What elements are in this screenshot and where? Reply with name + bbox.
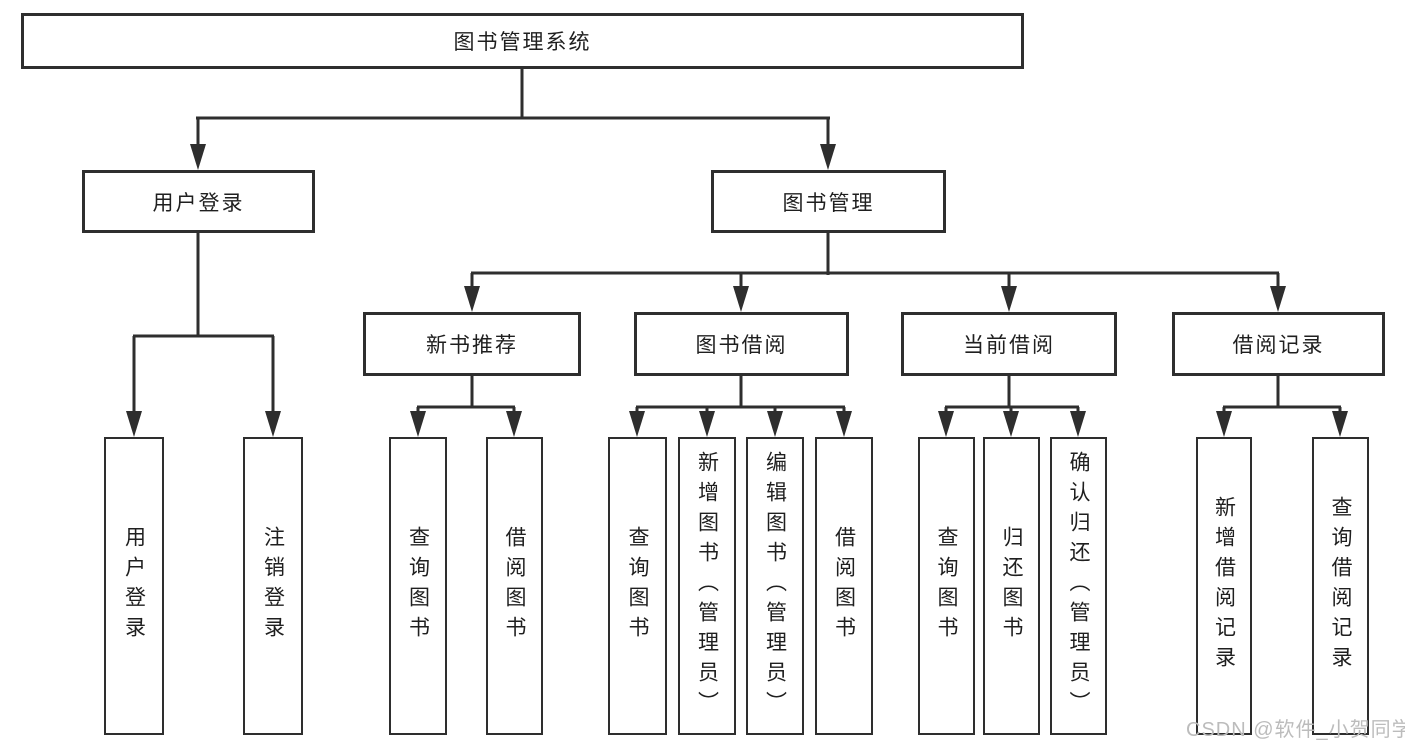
node-user-login: 用户登录 <box>82 170 315 233</box>
leaf-return-books: 归还图书 <box>983 437 1040 735</box>
node-current-borrow: 当前借阅 <box>901 312 1117 376</box>
leaf-label: 查询图书 <box>406 526 430 646</box>
leaf-label: 注销登录 <box>261 526 285 646</box>
leaf-query-books-recommend: 查询图书 <box>389 437 447 735</box>
leaf-user-login: 用户登录 <box>104 437 164 735</box>
leaf-label: 查询借阅记录 <box>1329 496 1352 676</box>
leaf-label: 用户登录 <box>122 526 146 646</box>
leaf-label: 编辑图书（管理员） <box>763 451 787 721</box>
node-label: 图书借阅 <box>695 334 788 357</box>
leaf-label: 新增借阅记录 <box>1212 496 1236 676</box>
leaf-label: 查询图书 <box>626 526 649 646</box>
leaf-borrow-books-recommend: 借阅图书 <box>486 437 543 735</box>
leaf-logout: 注销登录 <box>243 437 303 735</box>
leaf-query-borrow-record: 查询借阅记录 <box>1312 437 1369 735</box>
leaf-query-books-current: 查询图书 <box>918 437 975 735</box>
node-new-book-recommend: 新书推荐 <box>363 312 581 376</box>
node-borrow-record: 借阅记录 <box>1172 312 1385 376</box>
leaf-label: 借阅图书 <box>832 526 856 646</box>
node-book-borrow: 图书借阅 <box>634 312 849 376</box>
leaf-query-books-borrow: 查询图书 <box>608 437 667 735</box>
leaf-borrow-books: 借阅图书 <box>815 437 873 735</box>
leaf-label: 确认归还（管理员） <box>1067 451 1090 721</box>
node-label: 借阅记录 <box>1232 334 1325 357</box>
node-label: 图书管理系统 <box>453 31 592 54</box>
leaf-label: 归还图书 <box>1000 526 1023 646</box>
leaf-label: 查询图书 <box>935 526 958 646</box>
node-label: 用户登录 <box>152 191 245 215</box>
leaf-edit-books-admin: 编辑图书（管理员） <box>746 437 804 735</box>
leaf-label: 借阅图书 <box>503 526 526 646</box>
node-book-management: 图书管理 <box>711 170 946 233</box>
leaf-add-borrow-record: 新增借阅记录 <box>1196 437 1252 735</box>
csdn-watermark: CSDN @软件_小贺同学 <box>1186 719 1405 741</box>
leaf-confirm-return-admin: 确认归还（管理员） <box>1050 437 1107 735</box>
leaf-label: 新增图书（管理员） <box>695 451 719 721</box>
leaf-add-books-admin: 新增图书（管理员） <box>678 437 736 735</box>
node-root-system: 图书管理系统 <box>21 13 1024 69</box>
node-label: 图书管理 <box>782 191 875 215</box>
node-label: 当前借阅 <box>963 334 1055 357</box>
node-label: 新书推荐 <box>426 334 518 357</box>
